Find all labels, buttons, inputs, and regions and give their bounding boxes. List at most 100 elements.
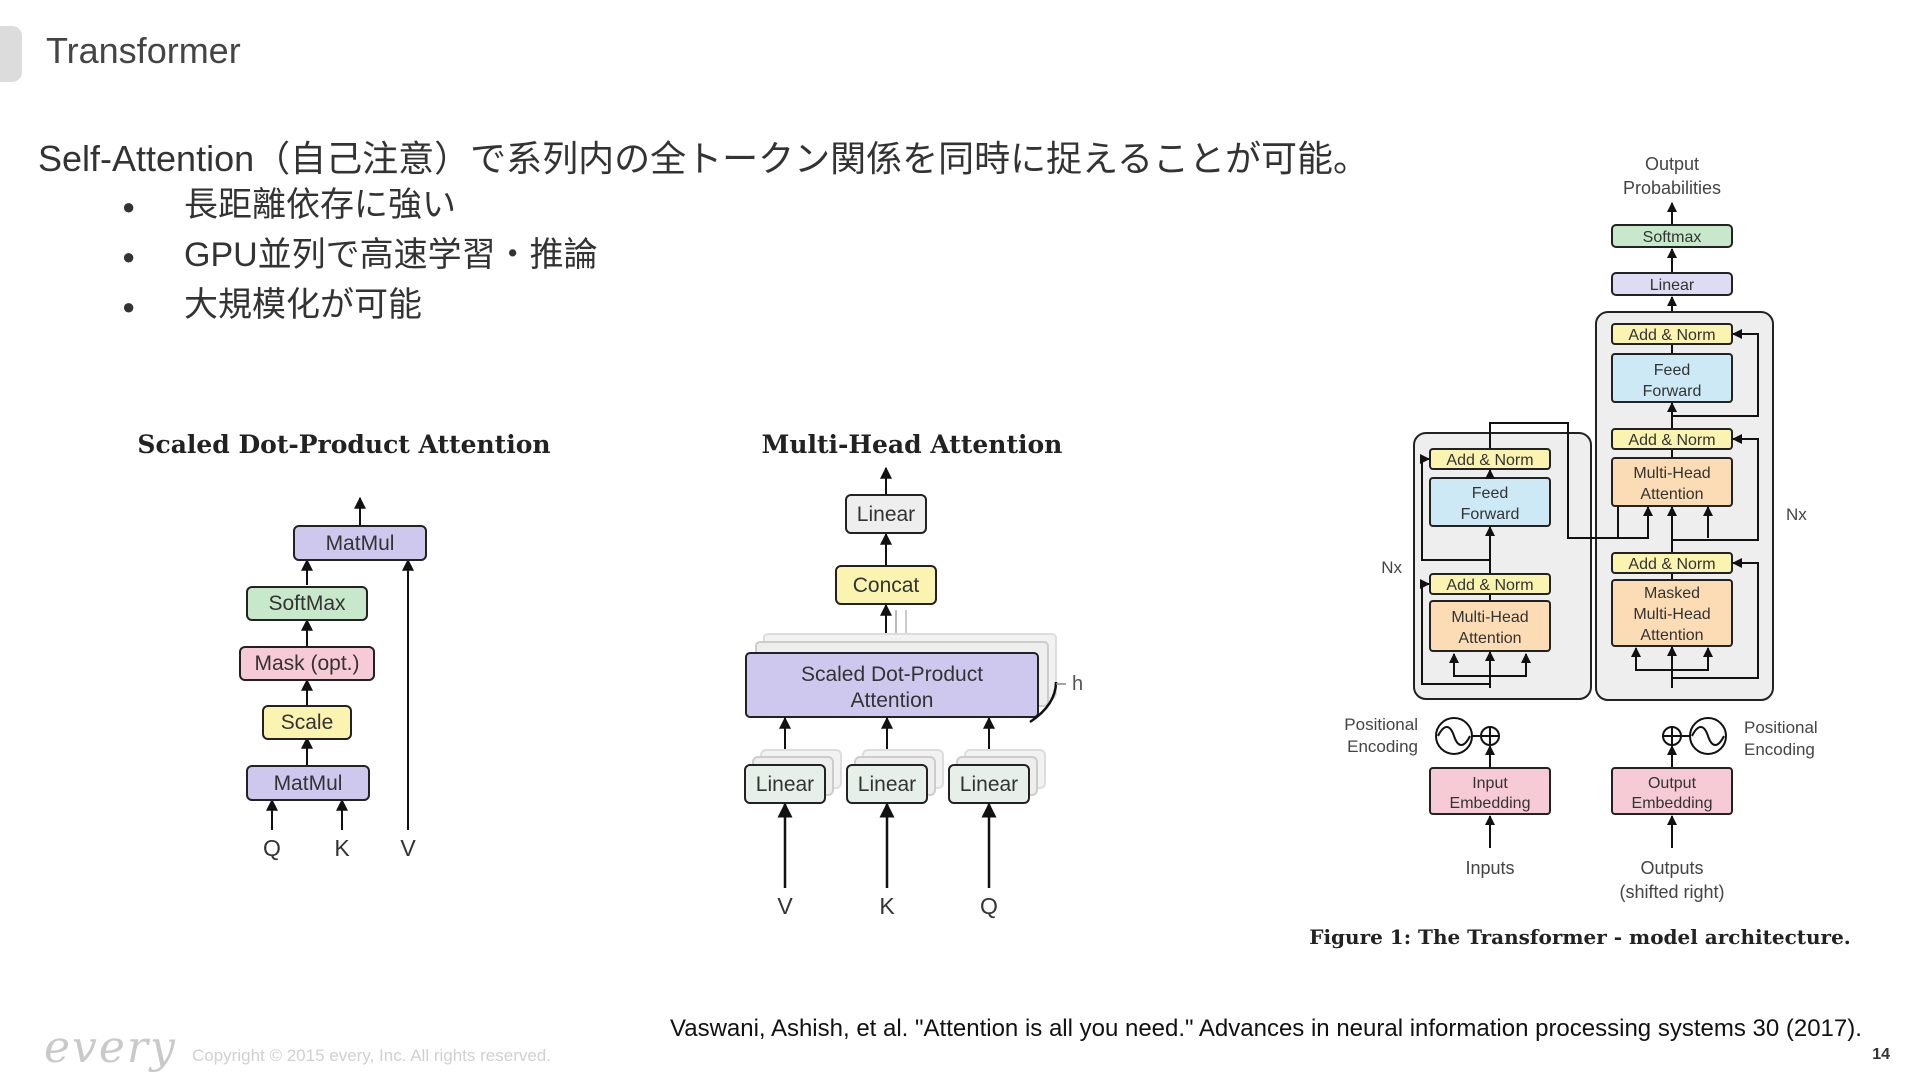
input-embedding-label-2: Embedding bbox=[1450, 795, 1531, 812]
sdpa-input-v: V bbox=[400, 835, 416, 861]
citation-text: Vaswani, Ashish, et al. "Attention is al… bbox=[670, 1015, 1862, 1042]
mha-linear-top-label: Linear bbox=[857, 503, 915, 526]
mha-linear-k-label: Linear bbox=[858, 773, 916, 796]
input-embedding-block: Input Embedding bbox=[1429, 767, 1551, 815]
mha-linear-q-block: Linear bbox=[948, 764, 1030, 804]
encoder-add-norm-1-label: Add & Norm bbox=[1446, 577, 1533, 594]
decoder-feed-label-1: Feed bbox=[1654, 362, 1690, 379]
encoder-positional-encoding: Positional Encoding bbox=[1344, 715, 1500, 756]
mha-input-q: Q bbox=[980, 893, 998, 919]
decoder-add-norm-2-label: Add & Norm bbox=[1628, 432, 1715, 449]
encoder-add-norm-2: Add & Norm bbox=[1429, 448, 1551, 470]
bullet-text: 長距離依存に強い bbox=[184, 186, 456, 224]
bullet-item: ● GPU並列で高速学習・推論 bbox=[122, 230, 598, 280]
figure-caption: Figure 1: The Transformer - model archit… bbox=[1309, 925, 1851, 949]
page-number: 14 bbox=[1872, 1046, 1890, 1063]
encoder-feed-forward: Feed Forward bbox=[1429, 477, 1551, 527]
encoder-feed-label-1: Feed bbox=[1472, 485, 1508, 502]
outputs-label-1: Outputs bbox=[1640, 858, 1703, 878]
bullet-text: 大規模化が可能 bbox=[184, 286, 422, 324]
lead-text: Self-Attention（自己注意）で系列内の全トークン関係を同時に捉えるこ… bbox=[38, 138, 1370, 179]
output-probabilities-label-2: Probabilities bbox=[1623, 178, 1721, 198]
sdpa-softmax-label: SoftMax bbox=[268, 592, 346, 615]
sdpa-matmul-top-block: MatMul bbox=[293, 525, 427, 561]
bullet-dot-icon: ● bbox=[122, 244, 136, 270]
sdpa-matmul-top-label: MatMul bbox=[326, 532, 395, 555]
bullet-item: ●大規模化が可能 bbox=[122, 280, 598, 330]
mha-input-k: K bbox=[879, 893, 895, 919]
mha-linear-q-label: Linear bbox=[960, 773, 1018, 796]
decoder-add-norm-1: Add & Norm bbox=[1611, 552, 1733, 574]
encoder-multi-head-attention: Multi-Head Attention bbox=[1429, 600, 1551, 652]
mha-attention-label-1: Scaled Dot-Product bbox=[801, 663, 983, 686]
decoder-masked-label-1: Masked bbox=[1644, 585, 1700, 602]
sdpa-softmax-block: SoftMax bbox=[246, 586, 368, 621]
output-embedding-label-1: Output bbox=[1648, 775, 1697, 792]
mha-attention-block: Scaled Dot-Product Attention bbox=[745, 652, 1039, 718]
sdpa-scale-block: Scale bbox=[262, 705, 352, 740]
sdpa-scale-label: Scale bbox=[281, 711, 334, 734]
mha-concat-block: Concat bbox=[835, 565, 937, 605]
bullet-text: GPU並列で高速学習・推論 bbox=[184, 236, 598, 274]
bullet-list: ● 長距離依存に強い ● GPU並列で高速学習・推論 ●大規模化が可能 bbox=[122, 180, 598, 330]
scaled-dot-product-figure: Scaled Dot-Product Attention MatMul Soft… bbox=[137, 420, 550, 880]
transformer-architecture-figure: Output Probabilities Softmax Linear Add … bbox=[1309, 148, 1851, 968]
decoder-softmax-label: Softmax bbox=[1643, 229, 1702, 246]
decoder-mha-label-1: Multi-Head bbox=[1633, 465, 1710, 482]
sdpa-input-q: Q bbox=[263, 835, 281, 861]
slide-title: Transformer bbox=[46, 30, 241, 71]
sdpa-mask-block: Mask (opt.) bbox=[239, 646, 375, 681]
encoder-add-norm-1: Add & Norm bbox=[1429, 573, 1551, 595]
bullet-dot-icon: ● bbox=[122, 194, 136, 220]
encoder-mha-label-2: Attention bbox=[1458, 630, 1521, 647]
encoder-mha-label-1: Multi-Head bbox=[1451, 609, 1528, 626]
decoder-add-norm-1-label: Add & Norm bbox=[1628, 556, 1715, 573]
encoder-feed-label-2: Forward bbox=[1461, 506, 1520, 523]
bullet-item: ● 長距離依存に強い bbox=[122, 180, 598, 230]
encoder-nx-label: Nx bbox=[1381, 558, 1402, 577]
mha-linear-v-label: Linear bbox=[756, 773, 814, 796]
encoder-stack bbox=[1413, 432, 1592, 700]
decoder-add-norm-2: Add & Norm bbox=[1611, 428, 1733, 450]
outputs-label-2: (shifted right) bbox=[1619, 882, 1724, 902]
decoder-masked-attention: Masked Multi-Head Attention bbox=[1611, 579, 1733, 647]
input-embedding-label-1: Input bbox=[1472, 775, 1508, 792]
multi-head-attention-figure: Multi-Head Attention Linear Concat Scale… bbox=[730, 420, 1110, 930]
mha-linear-v-block: Linear bbox=[744, 764, 826, 804]
mha-concat-label: Concat bbox=[853, 574, 920, 597]
decoder-add-norm-3-label: Add & Norm bbox=[1628, 327, 1715, 344]
output-probabilities-label-1: Output bbox=[1645, 154, 1699, 174]
decoder-softmax-block: Softmax bbox=[1611, 224, 1733, 248]
mha-title: Multi-Head Attention bbox=[762, 430, 1063, 459]
decoder-feed-label-2: Forward bbox=[1643, 383, 1702, 400]
decoder-positional-label-1: Positional bbox=[1744, 718, 1818, 737]
decoder-positional-encoding: Positional Encoding bbox=[1662, 717, 1818, 759]
sdpa-title: Scaled Dot-Product Attention bbox=[137, 430, 550, 459]
copyright-text: Copyright © 2015 every, Inc. All rights … bbox=[192, 1046, 551, 1065]
decoder-mha-label-2: Attention bbox=[1640, 486, 1703, 503]
encoder-positional-label-1: Positional bbox=[1344, 715, 1418, 734]
decoder-linear-label: Linear bbox=[1650, 277, 1695, 294]
sdpa-matmul-bottom-label: MatMul bbox=[274, 772, 343, 795]
inputs-label: Inputs bbox=[1465, 858, 1514, 878]
decoder-masked-label-3: Attention bbox=[1640, 627, 1703, 644]
decoder-positional-label-2: Encoding bbox=[1744, 740, 1815, 759]
decoder-feed-forward: Feed Forward bbox=[1611, 353, 1733, 403]
mha-h-label: h bbox=[1072, 673, 1083, 695]
decoder-nx-label: Nx bbox=[1786, 505, 1807, 524]
decoder-masked-label-2: Multi-Head bbox=[1633, 606, 1710, 623]
output-embedding-label-2: Embedding bbox=[1632, 795, 1713, 812]
mha-linear-k-block: Linear bbox=[846, 764, 928, 804]
encoder-positional-label-2: Encoding bbox=[1347, 737, 1418, 756]
sdpa-matmul-bottom-block: MatMul bbox=[246, 765, 370, 801]
decoder-add-norm-3: Add & Norm bbox=[1611, 323, 1733, 345]
mha-linear-top-block: Linear bbox=[845, 494, 927, 534]
decoder-multi-head-attention: Multi-Head Attention bbox=[1611, 457, 1733, 507]
every-logo: every bbox=[44, 1022, 177, 1073]
mha-attention-label-2: Attention bbox=[851, 689, 934, 712]
mha-input-v: V bbox=[777, 893, 793, 919]
output-embedding-block: Output Embedding bbox=[1611, 767, 1733, 815]
slide-corner-tab bbox=[0, 26, 22, 82]
decoder-linear-block: Linear bbox=[1611, 272, 1733, 296]
sdpa-mask-label: Mask (opt.) bbox=[254, 652, 359, 675]
